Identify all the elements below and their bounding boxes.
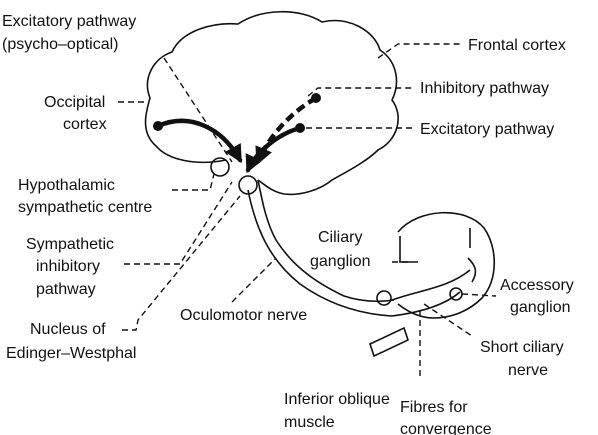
label-excitatory-psycho-1: Excitatory pathway <box>2 13 136 30</box>
eye-globe <box>398 213 494 318</box>
label-excitatory-pathway: Excitatory pathway <box>420 121 554 138</box>
ciliary-nerve-upper <box>392 270 470 300</box>
label-short-ciliary-2: nerve <box>508 362 548 379</box>
leader-accessory <box>462 294 496 296</box>
leader-inhibitory <box>308 88 414 96</box>
label-fibres-1: Fibres for <box>400 399 468 416</box>
leader-short-ciliary <box>424 304 472 336</box>
accessory-ganglion-node <box>450 288 462 300</box>
label-inferior-oblique-2: muscle <box>284 414 335 431</box>
leader-sympathetic <box>124 182 232 264</box>
occipital-excitatory-arrow <box>158 121 240 160</box>
label-accessory-1: Accessory <box>500 277 574 294</box>
label-sympathetic-2: inhibitory <box>36 258 100 275</box>
label-sympathetic-1: Sympathetic <box>26 236 114 253</box>
label-occipital-1: Occipital <box>44 94 105 111</box>
label-ciliary-2: ganglion <box>310 253 371 270</box>
leader-excitatory-psycho <box>164 58 232 162</box>
label-hypothalamic-1: Hypothalamic <box>18 177 115 194</box>
frontal-excitatory-arrow <box>248 128 300 170</box>
label-oculomotor-nerve: Oculomotor nerve <box>180 307 307 324</box>
label-excitatory-psycho-2: (psycho–optical) <box>2 36 119 53</box>
ciliary-ganglion-node <box>377 291 391 305</box>
label-ciliary-1: Ciliary <box>318 229 362 246</box>
label-accessory-2: ganglion <box>510 299 571 316</box>
leader-oculomotor <box>232 258 276 302</box>
label-sympathetic-3: pathway <box>36 281 96 298</box>
leader-frontal-cortex <box>378 44 462 58</box>
label-nucleus-2: Edinger–Westphal <box>6 345 136 362</box>
inhibitory-pathway-arrow <box>258 98 316 162</box>
label-inferior-oblique-1: Inferior oblique <box>284 391 390 408</box>
label-frontal-cortex: Frontal cortex <box>468 37 566 54</box>
iris-line <box>400 236 418 262</box>
leader-hypothalamic <box>172 174 214 190</box>
label-fibres-2: convergence <box>400 421 492 435</box>
label-occipital-2: cortex <box>63 116 107 133</box>
inferior-oblique-muscle-shape <box>370 328 408 356</box>
label-inhibitory-pathway: Inhibitory pathway <box>420 80 549 97</box>
brain-outline <box>146 12 399 195</box>
label-nucleus-1: Nucleus of <box>30 321 106 338</box>
label-hypothalamic-2: sympathetic centre <box>18 199 152 216</box>
label-short-ciliary-1: Short ciliary <box>480 339 564 356</box>
